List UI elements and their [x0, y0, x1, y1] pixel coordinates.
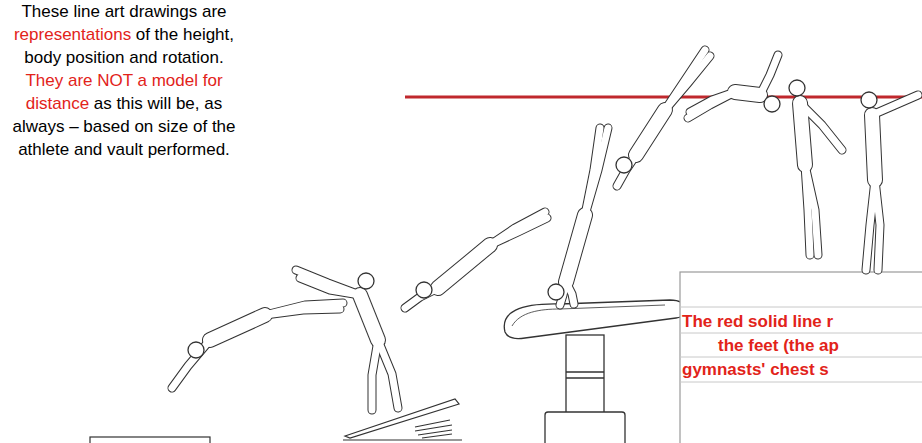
gymnast-figures [172, 50, 918, 410]
vault-table [504, 300, 686, 443]
mat-note: gymnasts' chest s [682, 359, 829, 381]
note-block: These line art drawings are [2, 0, 246, 23]
mat-note: the feet (the ap [718, 335, 839, 357]
springboard [343, 399, 462, 440]
landing-mat [680, 272, 922, 443]
note-block: representationsof the height, body posit… [2, 23, 246, 69]
note-text: These line art drawings are [21, 2, 226, 21]
note-paragraph: These line art drawings are representatio… [2, 0, 246, 161]
height-line [405, 96, 922, 99]
note-block: They are NOT a model for distanceas this… [2, 69, 246, 161]
mat-note: The red solid line r [682, 311, 833, 333]
runway-end [90, 437, 210, 443]
note-emphasis: representations [14, 25, 131, 44]
